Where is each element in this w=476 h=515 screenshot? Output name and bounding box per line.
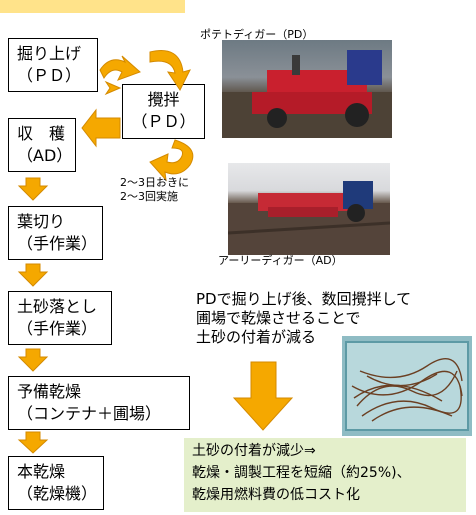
stir-frequency-note: 2～3日おきに 2～3回実施 [120,176,189,203]
arrow-explanation-to-result [232,361,294,431]
arrow-leaf-to-soil [17,263,49,287]
step-soil-removal-box: 土砂落とし （手作業） [8,291,112,345]
potato-digger-photo [222,40,392,138]
dried-roots-photo [342,336,472,436]
arrow-dig-to-stir [99,55,141,81]
potato-digger-caption: ポテトディガー（PD） [200,28,314,41]
result-box [184,438,466,512]
step-stir-box: 攪拌 （ＰＤ） [122,84,205,139]
arrow-stir-curve [149,139,194,182]
arrow-harvest-to-leaf [17,177,49,201]
result-text: 土砂の付着が減少⇒ 乾燥・調製工程を短縮（約25%)、 乾燥用燃料費の低コスト化 [192,443,411,503]
step-main-dry-box: 本乾燥 （乾燥機） [8,456,104,510]
early-digger-photo [228,163,390,255]
step-dig-box: 掘り上げ （ＰＤ） [8,38,98,92]
arrow-soil-to-predry [17,348,49,372]
header-bar [0,0,185,13]
arrow-predry-to-maindry [17,431,49,454]
step-harvest-box: 収 穫 （AD） [8,118,76,172]
arrow-loop [149,50,191,91]
explanation-text: PDで掘り上げ後、数回攪拌して 圃場で乾燥させることで 土砂の付着が減る [196,290,412,346]
step-leaf-cut-box: 葉切り （手作業） [8,206,103,260]
arrow-stir-to-harvest [81,108,121,148]
arrow-small-chevron [104,80,122,96]
step-pre-dry-box: 予備乾燥 （コンテナ＋圃場） [8,376,190,430]
early-digger-caption: アーリーディガー（AD） [218,254,343,267]
